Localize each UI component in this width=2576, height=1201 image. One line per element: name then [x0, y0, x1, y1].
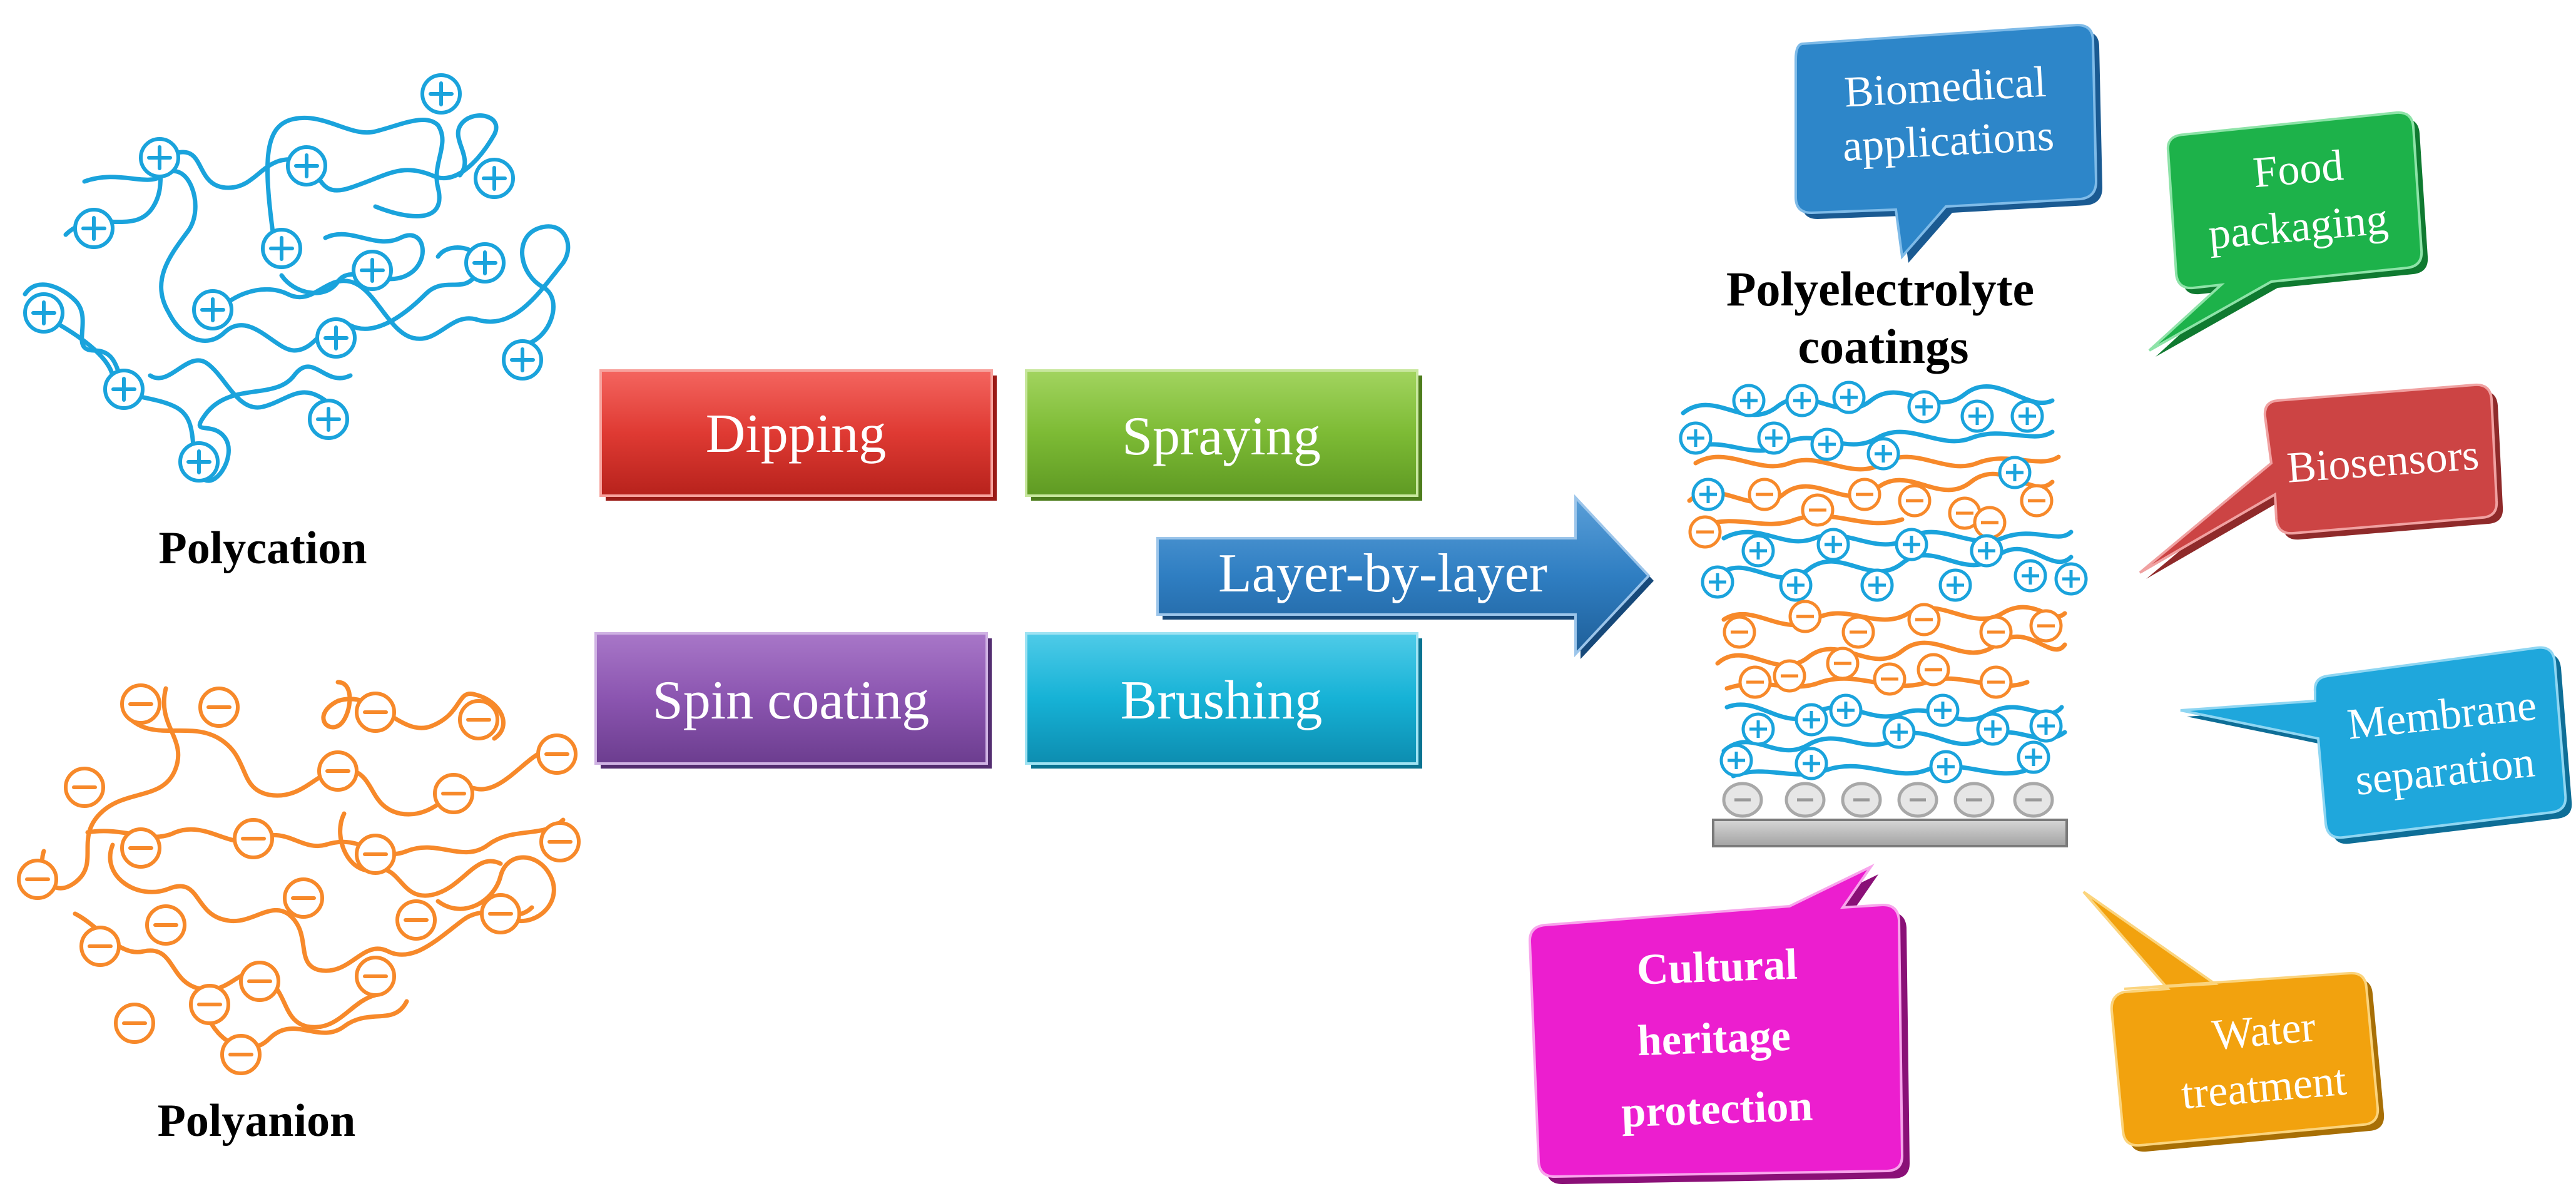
app-biosensors-callout: Biosensors: [2139, 383, 2503, 579]
minus-sign-icon: [480, 893, 521, 934]
app-water-callout: Water treatment: [2082, 891, 2385, 1152]
minus-sign-icon: [64, 767, 105, 808]
method-spin-coating-label: Spin coating: [653, 670, 929, 731]
polyanion-chain: [73, 911, 378, 1030]
polycation-cluster: [23, 73, 571, 483]
plus-sign-icon: [178, 441, 220, 483]
minus-sign-icon: [355, 956, 396, 997]
polycation-chain: [63, 113, 499, 237]
app-cultural-line2: heritage: [1636, 1012, 1791, 1066]
minus-sign-icon: [233, 818, 274, 859]
minus-sign-icon: [355, 692, 396, 733]
app-cultural-line1: Cultural: [1636, 941, 1798, 994]
polycation-chain: [82, 168, 482, 353]
polyanion-label: Polyanion: [158, 1095, 356, 1147]
minus-sign-icon: [79, 926, 121, 967]
method-spin-coating: Spin coating: [594, 632, 992, 769]
plus-sign-icon: [464, 242, 506, 284]
polycation-chain: [148, 358, 328, 410]
app-food-callout: Food packaging: [2148, 111, 2428, 357]
polyanion-cluster: [17, 680, 581, 1075]
minus-sign-icon: [536, 733, 578, 775]
minus-sign-icon: [120, 683, 161, 725]
polyanion-charges: [17, 683, 581, 1075]
minus-sign-icon: [395, 899, 437, 941]
minus-sign-icon: [458, 699, 499, 740]
app-biomedical-callout: Biomedical applications: [1795, 23, 2102, 263]
method-dipping-label: Dipping: [706, 404, 886, 464]
polyelectrolyte-coating: [1679, 381, 2088, 847]
polycation-label: Polycation: [159, 523, 367, 574]
polyanion-chain: [338, 811, 503, 898]
plus-sign-icon: [73, 208, 115, 249]
app-membrane-callout: Membrane separation: [2180, 646, 2572, 844]
plus-sign-icon: [192, 289, 233, 330]
minus-sign-icon: [145, 904, 186, 946]
minus-sign-icon: [17, 859, 58, 900]
app-cultural-callout: Cultural heritage protection: [1528, 863, 1910, 1184]
plus-sign-icon: [502, 339, 543, 381]
coatings-title-line1: Polyelectrolyte: [1726, 262, 2034, 316]
polycation-chain: [279, 232, 425, 295]
minus-sign-icon: [198, 687, 240, 728]
substrate: [1712, 819, 2068, 847]
app-water-line1: Water: [2210, 1003, 2317, 1060]
minus-sign-icon: [189, 984, 230, 1025]
method-spraying: Spraying: [1025, 369, 1422, 501]
coating-charges: [1679, 381, 2088, 784]
plus-sign-icon: [420, 73, 462, 115]
substrate-charges: [1722, 782, 2054, 818]
minus-sign-icon: [220, 1034, 262, 1075]
minus-sign-icon: [433, 773, 474, 814]
method-spraying-label: Spraying: [1122, 406, 1321, 467]
minus-sign-icon: [539, 821, 581, 862]
method-brushing: Brushing: [1025, 632, 1422, 769]
polycation-charges: [23, 73, 543, 483]
plus-sign-icon: [139, 137, 180, 178]
app-biomedical-line1: Biomedical: [1843, 58, 2047, 117]
minus-sign-icon: [239, 961, 280, 1002]
plus-sign-icon: [474, 158, 515, 199]
polycation-chain: [204, 224, 571, 347]
method-dipping: Dipping: [599, 369, 997, 501]
polyanion-chain: [108, 842, 534, 973]
plus-sign-icon: [315, 317, 357, 359]
polyanion-chain: [435, 855, 556, 923]
layer-by-layer-arrow: Layer-by-layer: [1156, 494, 1654, 659]
plus-sign-icon: [286, 145, 327, 187]
app-cultural-line3: protection: [1621, 1082, 1813, 1137]
polycation-chain: [265, 116, 445, 253]
layer-by-layer-label: Layer-by-layer: [1218, 543, 1547, 604]
plus-sign-icon: [103, 369, 145, 410]
minus-sign-icon: [120, 827, 161, 869]
minus-sign-icon: [317, 750, 359, 792]
app-food-line1: Food: [2251, 141, 2345, 197]
plus-sign-icon: [261, 228, 302, 269]
plus-sign-icon: [23, 292, 64, 334]
polyanion-chain: [39, 686, 181, 891]
minus-sign-icon: [355, 834, 396, 875]
coatings-title-line2: coatings: [1798, 319, 1969, 374]
polyanion-chain: [85, 817, 566, 857]
plus-sign-icon: [308, 399, 349, 440]
app-biomedical-line2: applications: [1841, 111, 2055, 171]
minus-sign-icon: [114, 1003, 155, 1044]
minus-sign-icon: [283, 877, 324, 919]
plus-sign-icon: [352, 250, 393, 291]
method-brushing-label: Brushing: [1121, 670, 1323, 731]
